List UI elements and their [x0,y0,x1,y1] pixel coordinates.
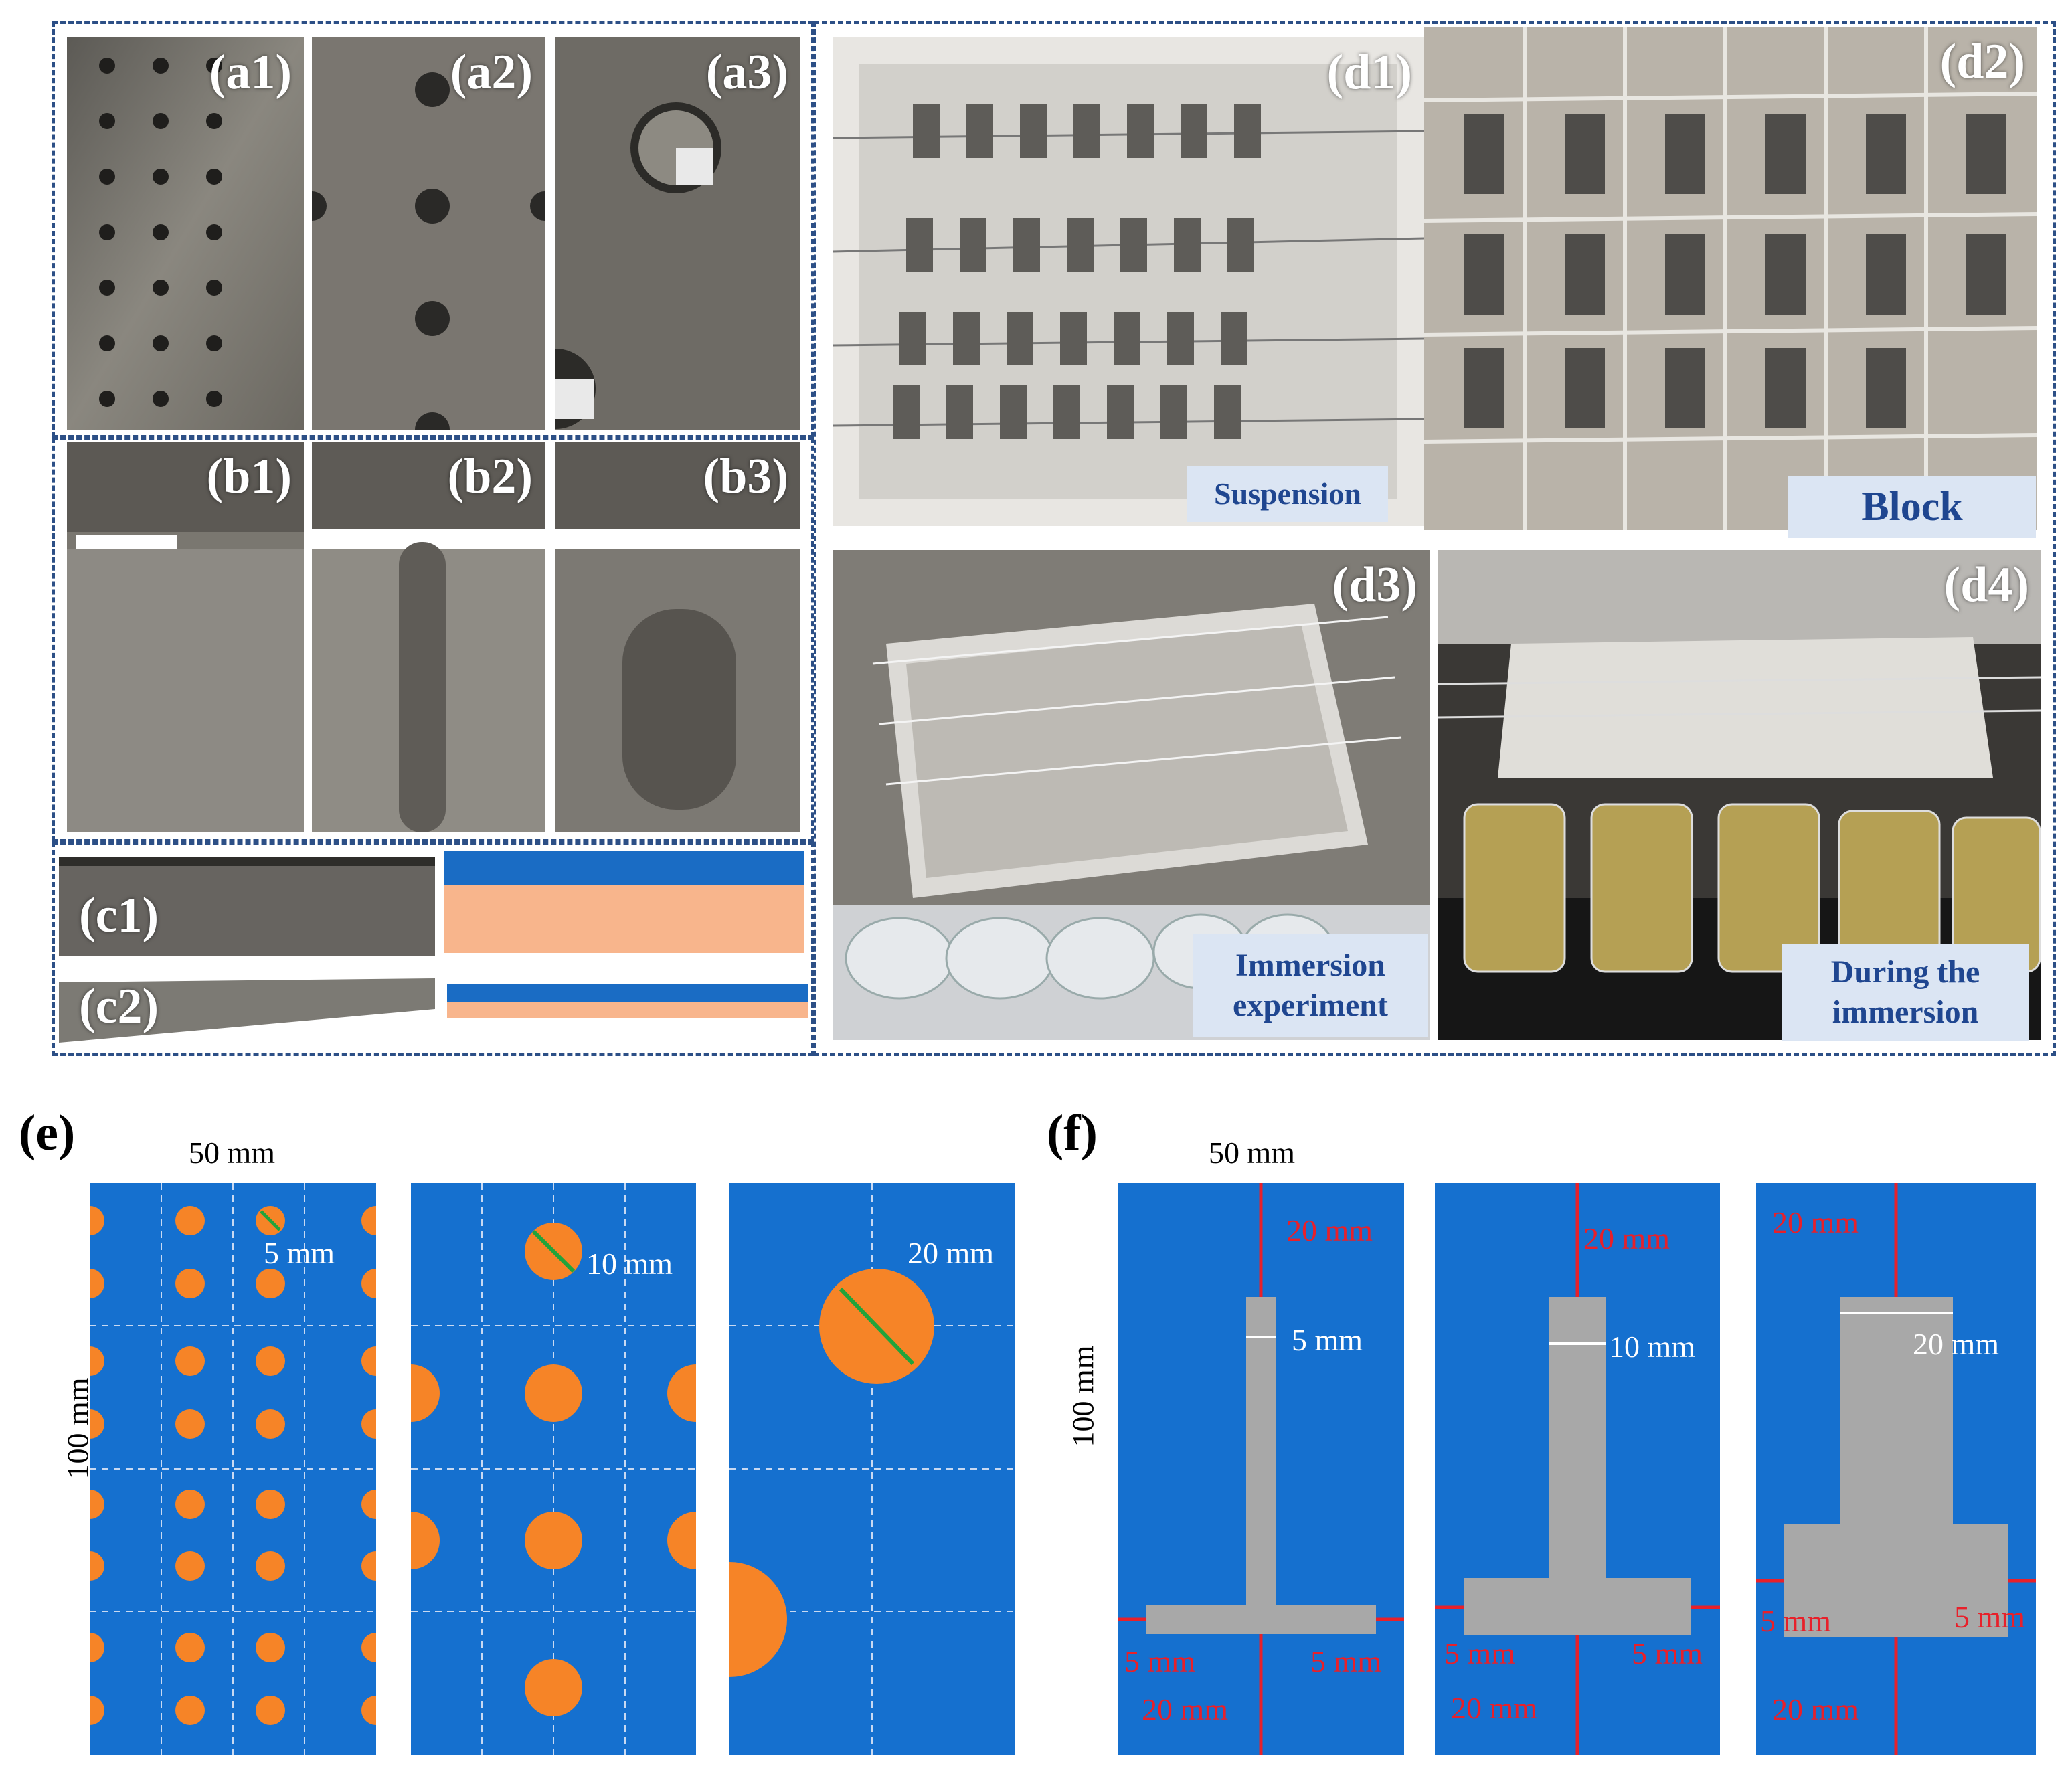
layer-diagram-c1 [444,851,804,953]
diameter-5mm-label: 5 mm [264,1236,335,1270]
f2-right-label: 5 mm [1632,1636,1703,1670]
figure-f-width-label: 50 mm [1209,1136,1296,1170]
panel-label-d1: (d1) [1326,45,1412,100]
f1-bottom-label: 20 mm [1142,1692,1229,1726]
f3-width-label: 20 mm [1913,1327,2000,1361]
photo-d1: (d1) [833,37,1424,526]
panel-label-a1: (a1) [209,45,292,100]
f2-top-label: 20 mm [1583,1221,1670,1255]
panel-label-b3: (b3) [703,449,788,504]
f1-right-label: 5 mm [1310,1644,1382,1678]
panel-label-d3: (d3) [1332,557,1417,612]
layer-peach-c1 [444,885,804,953]
f1-top-label: 20 mm [1286,1213,1373,1247]
figure-e-label: (e) [19,1105,76,1161]
frame-a-group [52,21,814,438]
photo-a2: (a2) [312,37,545,430]
diameter-10mm-label: 10 mm [586,1247,673,1281]
panel-label-a3: (a3) [705,45,788,100]
diagram-f2 [1435,1183,1720,1755]
frame-c-group [52,842,814,1056]
caption-immersion-experiment: Immersion experiment [1193,934,1428,1037]
diagram-e3 [729,1183,1015,1755]
f1-width-label: 5 mm [1292,1323,1363,1357]
caption-suspension: Suspension [1187,466,1388,522]
photo-c1: (c1) [59,857,435,956]
diagram-f3 [1756,1183,2036,1755]
f3-top-label: 20 mm [1772,1205,1859,1239]
photo-b1: (b1) [67,442,304,832]
caption-during-immersion: During the immersion [1782,944,2029,1041]
layer-diagram-c2 [447,984,808,1018]
f3-left-label: 5 mm [1760,1604,1832,1638]
figure-e-width-label: 50 mm [189,1136,276,1170]
photo-b2: (b2) [312,442,545,832]
layer-peach-c2 [447,1002,808,1018]
photo-c2: (c2) [59,969,435,1043]
f3-right-label: 5 mm [1954,1600,2026,1634]
panel-label-c1: (c1) [79,888,159,943]
photo-a3: (a3) [555,37,800,430]
photo-a1: (a1) [67,37,304,430]
diagram-e2 [411,1183,696,1755]
panel-label-b1: (b1) [206,449,292,504]
diameter-20mm-label: 20 mm [908,1236,995,1270]
f3-bottom-label: 20 mm [1772,1692,1859,1726]
caption-d4-line2: immersion [1832,994,1979,1030]
frame-b-group [52,438,814,842]
caption-block: Block [1788,476,2036,538]
f1-left-label: 5 mm [1124,1644,1196,1678]
f2-bottom-label: 20 mm [1451,1691,1538,1725]
figure-f-height-label: 100 mm [1065,1345,1100,1447]
caption-d4-line1: During the [1830,954,1980,990]
photo-b3: (b3) [555,442,800,832]
panel-label-b2: (b2) [447,449,533,504]
diagram-e1 [90,1183,376,1755]
caption-d3-line1: Immersion [1235,948,1385,983]
frame-d-group [814,21,2056,1056]
figure-f-label: (f) [1047,1105,1098,1161]
f2-left-label: 5 mm [1444,1636,1516,1670]
photo-d2: (d2) [1424,27,2037,530]
panel-label-c2: (c2) [79,979,159,1034]
panel-label-a2: (a2) [450,45,533,100]
panel-label-d2: (d2) [1939,34,2025,89]
diagram-f1 [1118,1183,1404,1755]
panel-label-d4: (d4) [1944,557,2029,612]
caption-d3-line2: experiment [1233,988,1388,1023]
layer-blue-c2 [447,984,808,1002]
f2-width-label: 10 mm [1609,1330,1696,1364]
layer-blue-c1 [444,851,804,885]
